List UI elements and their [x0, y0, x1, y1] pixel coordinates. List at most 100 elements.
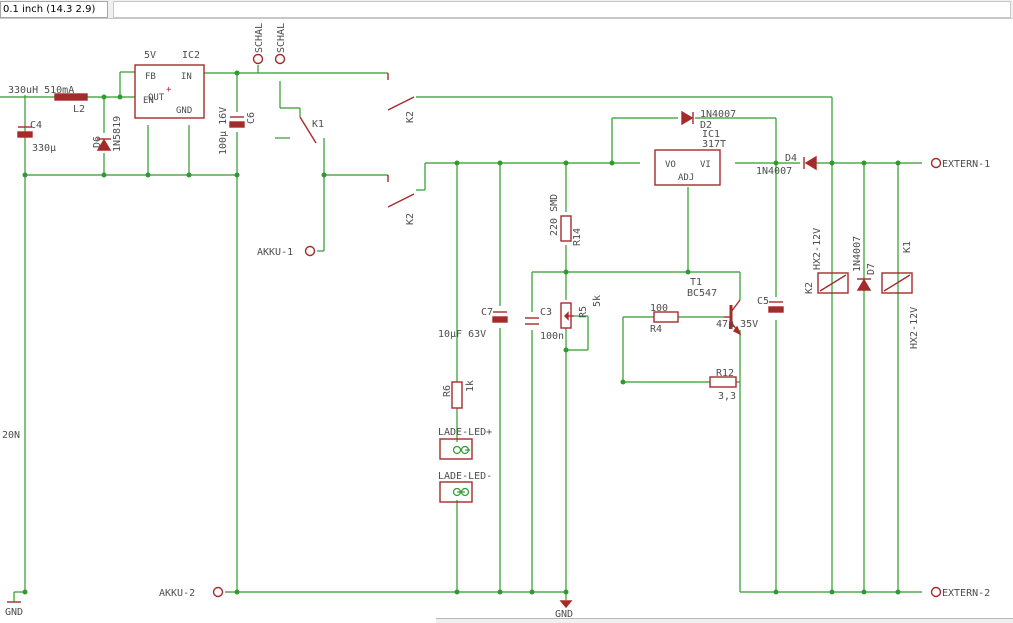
ic2-supply-label: 5V: [144, 50, 156, 61]
r5-value-label: 5k: [592, 295, 603, 307]
gnd-center-label: GND: [555, 609, 573, 620]
c5-capacitor[interactable]: [768, 301, 784, 313]
r12-resistor[interactable]: [709, 376, 737, 388]
akku-plus-terminal[interactable]: [304, 245, 316, 257]
schematic-canvas[interactable]: + 330uH 510mA L2 C4 330µ D6 1N5819 5V IC…: [0, 19, 1013, 623]
k1-switch-label: K1: [312, 119, 324, 130]
r12-name-label: R12: [716, 368, 734, 379]
k2-switch-upper[interactable]: [387, 73, 415, 111]
d2-value-label: 1N4007: [700, 109, 736, 120]
akku-minus-label: AKKU-2: [159, 588, 195, 599]
k1-relay-type-label: HX2-12V: [909, 307, 920, 349]
r4-value-label: 100: [650, 303, 668, 314]
c6-capacitor[interactable]: [229, 116, 245, 128]
lade-led-minus-connector[interactable]: [439, 481, 473, 503]
schal-1-label: SCHAL: [254, 23, 265, 53]
l2-name-label: L2: [73, 104, 85, 115]
ground-symbols: [7, 600, 573, 609]
k2-relay-type-label: HX2-12V: [812, 228, 823, 270]
led-pads: [452, 445, 470, 497]
k2-upper-label: K2: [405, 111, 416, 123]
c4-value-label: 330µ: [32, 143, 56, 154]
c3-value-label: 100n: [540, 331, 564, 342]
schal-2-label: SCHAL: [276, 23, 287, 53]
r5-name-label: R5: [578, 306, 589, 318]
lade-led-minus-label: LADE-LED-: [438, 471, 492, 482]
ic2-gnd-label: GND: [176, 106, 192, 116]
ic1-type-label: 317T: [702, 139, 726, 150]
bottom-scroll-area[interactable]: [436, 618, 1013, 623]
extern-minus-label: EXTERN-2: [942, 588, 990, 599]
fragment-20n-label: 20N: [2, 430, 20, 441]
d7-diode[interactable]: [856, 278, 872, 291]
k2-relay-label: K2: [804, 282, 815, 294]
extern-plus-terminal[interactable]: [930, 157, 942, 169]
r14-value-label: 220 SMD: [549, 194, 560, 236]
ic2-fb-label: FB: [145, 72, 156, 82]
c3-name-label: C3: [540, 307, 552, 318]
schal-2-terminal[interactable]: [274, 53, 286, 65]
c6-value-label: 100µ 16V: [218, 107, 229, 155]
c7-capacitor[interactable]: [492, 311, 508, 323]
r5-potentiometer[interactable]: [560, 302, 574, 329]
t1-type-label: BC547: [687, 288, 717, 299]
k1-switch[interactable]: [299, 116, 317, 144]
junction-dots: [22, 70, 901, 595]
ic2-name-label: IC2: [182, 50, 200, 61]
d7-name-label: D7: [866, 263, 877, 275]
d7-value-label: 1N4007: [852, 236, 863, 272]
extern-minus-terminal[interactable]: [930, 586, 942, 598]
c7-value-label: 10µF 63V: [438, 329, 486, 340]
c5-name-label: C5: [757, 296, 769, 307]
d6-value-label: 1N5819: [112, 116, 123, 152]
ic1-adj-label: ADJ: [678, 173, 694, 183]
c6-name-label: C6: [246, 112, 257, 124]
k2-switch-lower[interactable]: [387, 175, 415, 208]
r14-resistor[interactable]: [560, 215, 572, 242]
d6-diode[interactable]: [96, 138, 112, 151]
ic1-body[interactable]: [654, 149, 721, 186]
r4-name-label: R4: [650, 324, 662, 335]
d2-diode[interactable]: [681, 110, 694, 126]
d4-value-label: 1N4007: [756, 166, 792, 177]
r14-name-label: R14: [572, 228, 583, 246]
schal-1-terminal[interactable]: [252, 53, 264, 65]
ic2-en-label: EN: [143, 96, 154, 106]
d4-diode[interactable]: [803, 155, 817, 171]
r12-value-label: 3,3: [718, 391, 736, 402]
k2-relay-coil[interactable]: [817, 272, 849, 294]
ic2-out-label: OUT: [148, 93, 165, 103]
extern-plus-label: EXTERN-1: [942, 159, 990, 170]
ic2-body[interactable]: [134, 64, 205, 119]
ic1-vi-label: VI: [700, 160, 711, 170]
akku-plus-label: AKKU-1: [257, 247, 293, 258]
l2-inductor[interactable]: [54, 93, 88, 101]
command-line-input[interactable]: [113, 1, 1011, 18]
r6-value-label: 1k: [465, 380, 476, 392]
d2-name-label: D2: [700, 120, 712, 131]
r6-name-label: R6: [442, 385, 453, 397]
ic2-in-label: IN: [181, 72, 192, 82]
t1-transistor[interactable]: [724, 299, 742, 336]
c7-name-label: C7: [481, 307, 493, 318]
k2-lower-label: K2: [405, 213, 416, 225]
c4-capacitor[interactable]: [17, 126, 33, 138]
svg-text:+: +: [166, 85, 172, 95]
coordinate-readout[interactable]: 0.1 inch (14.3 2.9): [0, 1, 108, 18]
k1-relay-label: K1: [902, 241, 913, 253]
gnd-left-label: GND: [5, 607, 23, 618]
k1-relay-coil[interactable]: [881, 272, 913, 294]
wires: [0, 65, 922, 602]
r4-resistor[interactable]: [653, 311, 679, 323]
lade-led-plus-connector[interactable]: [439, 438, 473, 460]
terminals: [212, 53, 942, 598]
c3-capacitor[interactable]: [525, 317, 539, 325]
ic1-vo-label: VO: [665, 160, 676, 170]
akku-minus-terminal[interactable]: [212, 586, 224, 598]
d6-name-label: D6: [92, 136, 103, 148]
t1-name-label: T1: [690, 277, 702, 288]
ic1-name-label: IC1: [702, 129, 720, 140]
lade-led-plus-label: LADE-LED+: [438, 427, 492, 438]
d4-name-label: D4: [785, 153, 797, 164]
r6-resistor[interactable]: [451, 381, 463, 409]
